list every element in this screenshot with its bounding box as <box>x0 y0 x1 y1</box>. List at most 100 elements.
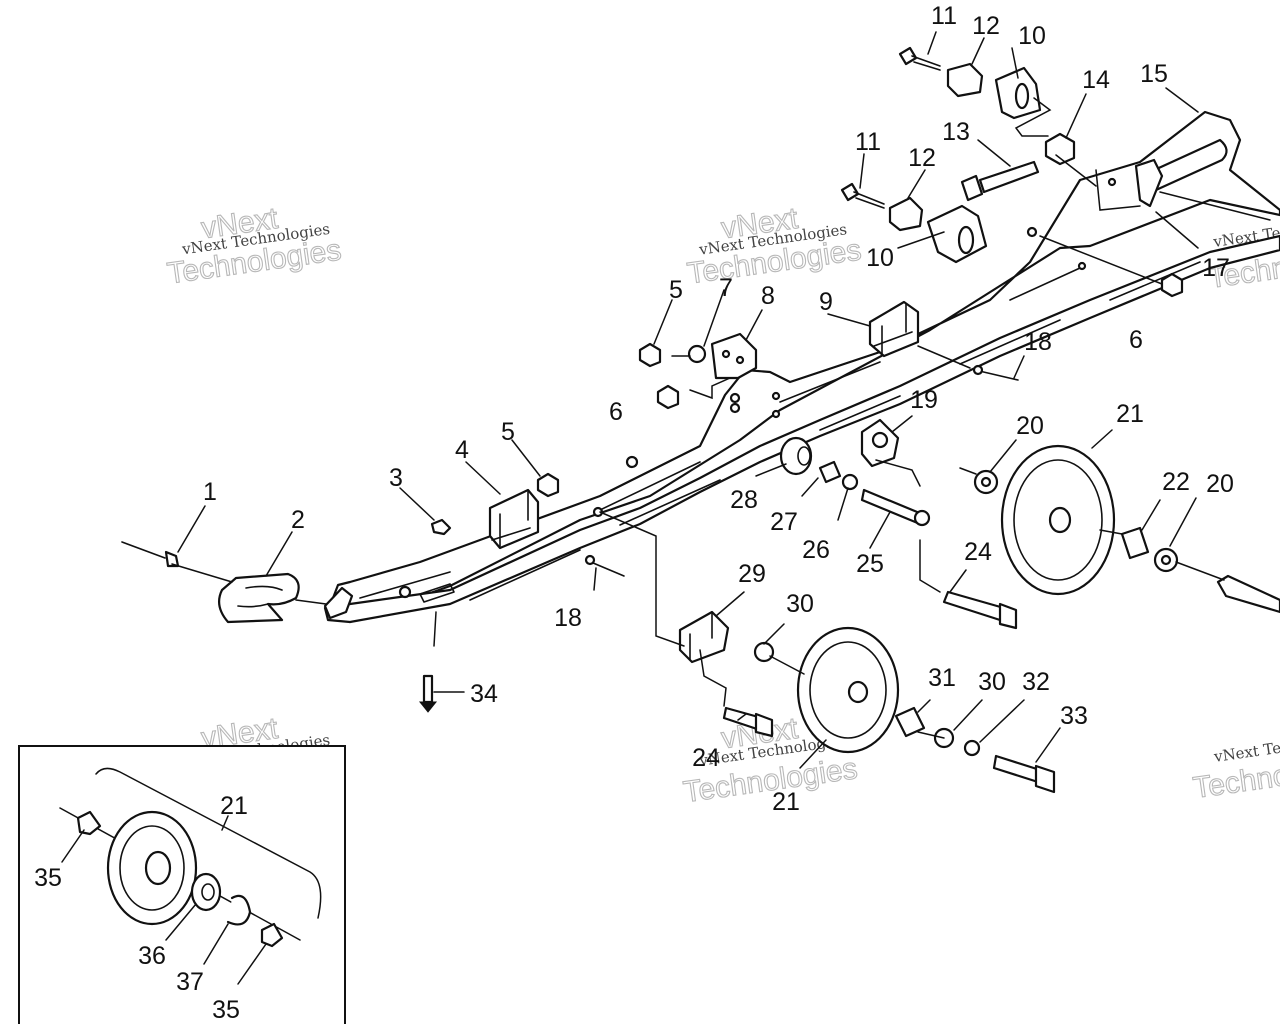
callout-37: 37 <box>176 968 204 996</box>
part-8-hole <box>721 349 731 359</box>
part-22-spacer <box>1120 526 1150 560</box>
assembly-line <box>171 97 1271 739</box>
callout-11: 11 <box>855 128 881 156</box>
callout-27: 27 <box>770 508 798 536</box>
part-24-bolt-head <box>998 602 1018 630</box>
callout-11: 11 <box>931 2 957 30</box>
part-27-bushing <box>818 460 842 484</box>
part-17-bracket <box>1134 158 1164 208</box>
part-21-wheel-hub <box>144 850 172 886</box>
callout-24: 24 <box>964 538 992 566</box>
callout-12: 12 <box>972 12 1000 40</box>
callout-18: 18 <box>554 604 582 632</box>
rail-hole <box>771 409 781 419</box>
part-18-screw-head <box>972 364 984 376</box>
callout-7: 7 <box>719 274 733 302</box>
part-29-detail <box>689 613 713 661</box>
rail-hole <box>771 391 781 401</box>
rail-tip <box>323 586 354 620</box>
part-9-block <box>868 300 920 358</box>
part-34-pin <box>422 674 434 704</box>
part-13-bolt-shaft <box>978 160 1040 194</box>
callout-19: 19 <box>910 386 938 414</box>
part-28-roller <box>779 436 813 476</box>
rail-hole <box>1077 261 1087 271</box>
callout-17: 17 <box>1202 254 1230 282</box>
inset-detail <box>18 745 346 1024</box>
watermark-left: vNext Technologies vNext Technologies <box>165 201 344 291</box>
part-11-bolt-shaft <box>853 191 885 209</box>
part-14-nut <box>1044 132 1076 166</box>
callout-35: 35 <box>212 996 240 1024</box>
callout-leader <box>61 31 1199 985</box>
callout-labels: 1 2 3 4 5 5 6 6 7 8 9 10 10 11 11 12 12 … <box>34 2 1234 1024</box>
part-34-pin-tip <box>418 701 438 713</box>
part-9-detail <box>873 303 913 355</box>
rail-slide <box>323 234 1280 624</box>
callout-36: 36 <box>138 942 166 970</box>
callout-24: 24 <box>692 744 720 772</box>
part-25-bolt-shaft <box>860 488 924 526</box>
part-33-bolt-head <box>1034 764 1056 794</box>
part-18-screw-head <box>584 554 596 566</box>
part-2-tip <box>217 572 300 624</box>
rail-hole <box>1107 177 1117 187</box>
rail-hole <box>398 585 412 599</box>
callout-14: 14 <box>1082 66 1110 94</box>
part-4-block <box>488 488 540 550</box>
part-2-contour <box>237 585 283 608</box>
rail-groove <box>359 267 1081 599</box>
callout-30: 30 <box>786 590 814 618</box>
callout-5: 5 <box>669 276 683 304</box>
rail-hole <box>1026 226 1038 238</box>
callout-22: 22 <box>1162 468 1190 496</box>
watermark-brand: vNext Technologies <box>1212 727 1280 766</box>
callout-18: 18 <box>1024 328 1052 356</box>
callout-5: 5 <box>501 418 515 446</box>
part-19-hole <box>871 431 889 449</box>
rail-hole <box>592 506 604 518</box>
watermark-center: vNext Technologies vNext Technologies <box>685 201 864 291</box>
part-36-bearing-inner <box>201 883 215 901</box>
part-25-bolt-head <box>913 509 931 527</box>
part-3-nut <box>430 518 452 536</box>
callout-28: 28 <box>730 486 758 514</box>
callout-6: 6 <box>609 398 623 426</box>
part-36-bearing <box>190 872 222 912</box>
part-23-bolt <box>1216 574 1280 614</box>
part-6-nut <box>656 384 680 410</box>
callout-1: 1 <box>203 478 217 506</box>
rail-slot <box>419 583 455 603</box>
part-6-nut <box>1160 272 1184 298</box>
callout-26: 26 <box>802 536 830 564</box>
part-35-bushing <box>260 922 284 948</box>
callout-12: 12 <box>908 144 936 172</box>
callout-21: 21 <box>772 788 800 816</box>
rail-hole <box>729 392 741 404</box>
callout-3: 3 <box>389 464 403 492</box>
part-30-washer <box>753 641 775 663</box>
part-21-wheel-rim <box>1013 459 1103 581</box>
inset-bracket <box>95 767 322 919</box>
part-5-nut <box>536 472 560 498</box>
rail-groove <box>469 261 1201 601</box>
part-4-detail <box>491 491 531 547</box>
part-31-spacer <box>894 706 926 738</box>
part-21-wheel-rim <box>809 641 887 739</box>
callout-29: 29 <box>738 560 766 588</box>
callout-34: 34 <box>470 680 498 708</box>
callout-35: 35 <box>34 864 62 892</box>
part-10-hole <box>957 225 975 255</box>
callout-6: 6 <box>1129 326 1143 354</box>
callout-9: 9 <box>819 288 833 316</box>
callout-21: 21 <box>220 792 248 820</box>
callout-33: 33 <box>1060 702 1088 730</box>
callout-32: 32 <box>1022 668 1050 696</box>
part-13-bolt-head <box>960 174 984 202</box>
callout-25: 25 <box>856 550 884 578</box>
callout-20: 20 <box>1206 470 1234 498</box>
callout-31: 31 <box>928 664 956 692</box>
part-21-wheel-rim <box>119 825 185 911</box>
callout-8: 8 <box>761 282 775 310</box>
